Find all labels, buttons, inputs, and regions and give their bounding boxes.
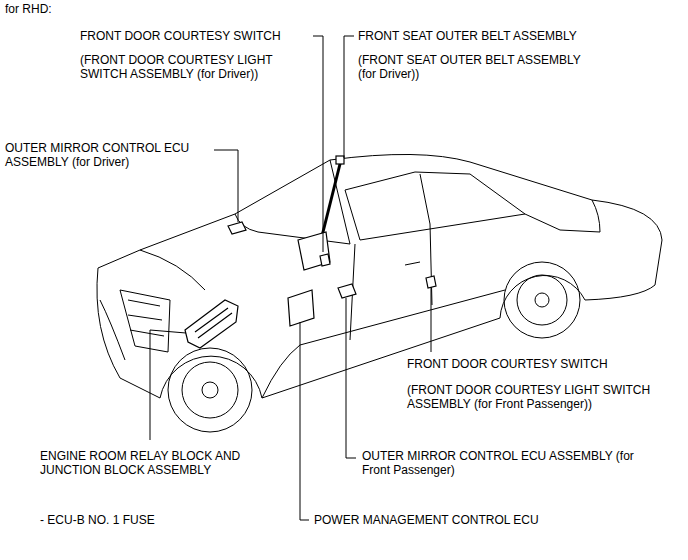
part-label: FRONT DOOR COURTESY SWITCH: [80, 29, 281, 43]
leader-line: [346, 298, 356, 458]
part-label: FRONT DOOR COURTESY SWITCH: [407, 357, 608, 371]
part-label: (FRONT SEAT OUTER BELT ASSEMBLY (for Dri…: [358, 53, 584, 81]
leader-line: [344, 36, 354, 158]
leader-lines: [150, 36, 431, 520]
part-label: OUTER MIRROR CONTROL ECU ASSEMBLY (for F…: [362, 449, 637, 477]
part-label: POWER MANAGEMENT CONTROL ECU: [314, 513, 539, 527]
leader-line: [313, 36, 323, 252]
courtesy-switch-symbol: [320, 254, 330, 266]
car-body: [97, 154, 662, 432]
part-label: (FRONT DOOR COURTESY LIGHT SWITCH ASSEMB…: [407, 383, 654, 411]
relay-block-detail: [195, 308, 232, 338]
relay-block-symbol: [185, 300, 238, 348]
part-label: ENGINE ROOM RELAY BLOCK AND JUNCTION BLO…: [40, 449, 244, 477]
mirror-ecu-symbol: [338, 284, 356, 298]
part-label: OUTER MIRROR CONTROL ECU ASSEMBLY (for D…: [5, 141, 193, 169]
courtesy-switch-symbol: [426, 276, 436, 288]
power-ecu-symbol: [288, 290, 314, 326]
mirror-ecu-symbol: [228, 222, 246, 234]
part-label: - ECU-B NO. 1 FUSE: [40, 513, 155, 527]
part-label: for RHD:: [5, 2, 52, 16]
leader-line: [300, 322, 309, 520]
part-label: (FRONT DOOR COURTESY LIGHT SWITCH ASSEMB…: [80, 53, 276, 81]
part-label: FRONT SEAT OUTER BELT ASSEMBLY: [358, 29, 577, 43]
leader-line: [150, 330, 186, 440]
belt-retractor-symbol: [298, 232, 330, 270]
belt-anchor-symbol: [336, 156, 344, 164]
leader-line: [431, 288, 432, 352]
component-symbols: [185, 156, 436, 348]
leader-line: [214, 150, 238, 222]
